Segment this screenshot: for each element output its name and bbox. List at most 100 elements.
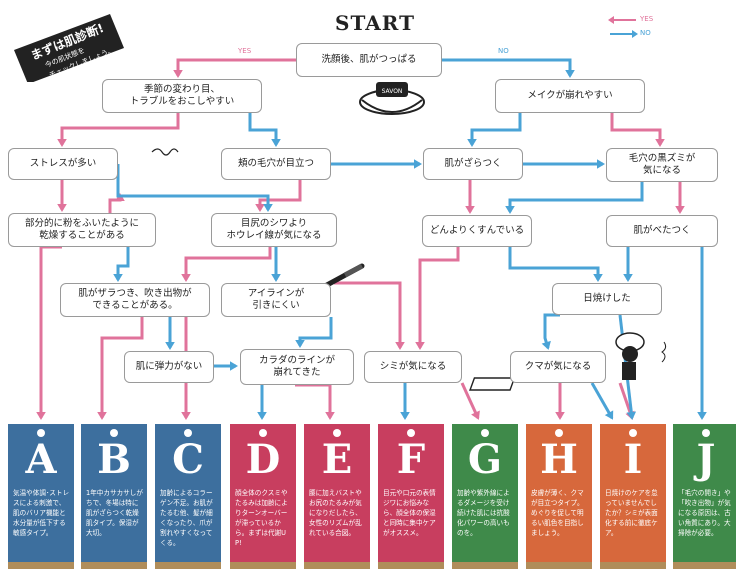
arrowhead	[255, 204, 265, 212]
arrowhead	[465, 206, 475, 214]
result-description: 腰に加えバストやお尻のたるみが気になりだしたら、女性のリズムが乱れている合図。	[309, 489, 362, 537]
yes-connector	[60, 113, 180, 145]
chef-figure-illustration	[469, 332, 667, 391]
yes-connector	[418, 247, 460, 348]
question-oily-skin: 肌がべたつく	[606, 215, 718, 247]
arrowhead	[271, 139, 281, 147]
question-nasolabial-lines: 目尻のシワより ホウレイ線が気になる	[211, 213, 337, 247]
card-hole	[110, 429, 118, 437]
result-card-b: B 1年中カサカサしがちで、冬場は特に肌がざらつく乾燥肌タイプ。保湿が大切。	[81, 424, 147, 569]
result-letter: F	[396, 436, 426, 483]
result-letter: A	[25, 436, 57, 483]
result-description: 「毛穴の開き」や「吹き出物」が気になる原因は、古い角質にあり。大掃除が必要。	[678, 489, 731, 537]
yes-connector	[610, 113, 662, 145]
arrowhead	[623, 274, 633, 282]
result-description: 1年中カサカサしがちで、冬場は特に肌がざらつく乾燥肌タイプ。保湿が大切。	[86, 489, 143, 537]
card-hole	[555, 429, 563, 437]
question-rough-skin: 肌がざらつく	[423, 148, 523, 180]
yes-connector	[460, 382, 480, 419]
soap-label: SAVON	[382, 88, 403, 95]
card-hole	[333, 429, 341, 437]
arrowhead	[295, 340, 305, 348]
arrowhead	[400, 412, 410, 420]
question-rough-breakouts: 肌がザラつき、吹き出物が できることがある。	[60, 283, 210, 317]
arrowhead	[395, 342, 405, 350]
arrowhead	[675, 206, 685, 214]
result-description: 加齢によるコラーゲン不足。お肌がたるむ他、髪が細くなったり、爪が割れやすくなって…	[160, 489, 213, 547]
no-connector	[508, 247, 600, 280]
question-dark-circles: クマが気になる	[510, 351, 606, 383]
card-stripe	[81, 562, 147, 569]
result-letter: C	[172, 436, 204, 483]
arrowhead	[263, 204, 273, 212]
arrowhead	[414, 159, 422, 169]
soap-dish-illustration: SAVON	[359, 82, 425, 115]
yes-connector	[100, 317, 144, 418]
question-blackheads: 毛穴の黒ズミが 気になる	[606, 148, 718, 182]
question-face-tight: 洗顔後、肌がつっぱる	[296, 43, 442, 77]
question-sunburn: 日焼けした	[552, 283, 662, 315]
card-stripe	[526, 562, 592, 569]
arrowhead	[541, 340, 551, 350]
intro-badge: まずは肌診断! 今の肌状態を チェックしましょう。	[10, 12, 128, 82]
card-hole	[407, 429, 415, 437]
question-partial-dryness: 部分的に粉をふいたように 乾燥することがある	[8, 213, 156, 247]
card-stripe	[673, 562, 736, 569]
result-letter: B	[97, 436, 131, 483]
no-connector	[116, 247, 130, 280]
no-connector	[470, 113, 522, 145]
yes-connector	[334, 281, 402, 348]
result-description: 加齢や紫外線によるダメージを受け続けた肌には抗酸化パワーの高いものを。	[457, 489, 510, 537]
result-description: 顔全体のクスミやたるみは加齢によりターンオーバーが滞っているから。まずは代謝UP…	[235, 489, 288, 547]
arrowhead	[626, 411, 637, 420]
yes-connector	[295, 383, 332, 418]
card-stripe	[452, 562, 518, 569]
card-stripe	[304, 562, 370, 569]
result-letter: J	[696, 436, 716, 483]
question-elasticity: 肌に弾力がない	[124, 351, 214, 383]
arrowhead	[505, 206, 515, 214]
card-hole	[481, 429, 489, 437]
arrowhead	[57, 139, 67, 147]
card-stripe	[8, 562, 74, 569]
no-connector	[298, 317, 333, 346]
legend-arrows	[608, 16, 638, 38]
yes-branch-label: YES	[238, 47, 252, 55]
arrowhead	[565, 70, 575, 78]
result-card-e: E 腰に加えバストやお尻のたるみが気になりだしたら、女性のリズムが乱れている合図。	[304, 424, 370, 569]
question-cheek-pores: 頬の毛穴が目立つ	[221, 148, 331, 180]
question-makeup-breaks: メイクが崩れやすい	[495, 79, 645, 113]
card-hole	[37, 429, 45, 437]
card-stripe	[155, 562, 221, 569]
question-season-trouble: 季節の変わり目、 トラブルをおこしやすい	[102, 79, 262, 113]
no-branch-label: NO	[498, 47, 509, 55]
result-card-f: F 目元や口元の表情ジワにお悩みなら、顔全体の保湿と同時に集中ケアがオススメ。	[378, 424, 444, 569]
question-stress: ストレスが多い	[8, 148, 118, 180]
arrowhead	[36, 412, 46, 420]
arrowhead	[597, 159, 605, 169]
question-eyeliner: アイラインが 引きにくい	[221, 283, 331, 317]
arrowhead	[173, 70, 183, 78]
result-description: 気温や体調･ストレスによる刺激で、肌のバリア機能と水分量が低下する敏感タイプ。	[13, 489, 70, 537]
arrowhead	[165, 342, 175, 350]
result-description: 目元や口元の表情ジワにお悩みなら、顔全体の保湿と同時に集中ケアがオススメ。	[383, 489, 436, 537]
arrowhead	[230, 361, 238, 371]
result-letter: I	[623, 436, 643, 483]
no-connector	[248, 113, 278, 145]
card-hole	[259, 429, 267, 437]
arrowhead	[604, 410, 614, 420]
arrowhead	[471, 410, 480, 420]
result-card-c: C 加齢によるコラーゲン不足。お肌がたるむ他、髪が細くなったり、爪が割れやすくなっ…	[155, 424, 221, 569]
result-card-j: J 「毛穴の開き」や「吹き出物」が気になる原因は、古い角質にあり。大掃除が必要。	[673, 424, 736, 569]
arrowhead	[181, 274, 191, 282]
arrowhead	[415, 342, 425, 350]
yes-connector	[39, 245, 62, 418]
legend-yes: YES	[640, 15, 654, 23]
result-letter: E	[321, 436, 353, 483]
start-label: START	[335, 11, 415, 35]
no-connector	[508, 182, 644, 212]
card-hole	[629, 429, 637, 437]
arrowhead	[325, 412, 335, 420]
yes-connector	[176, 58, 296, 76]
